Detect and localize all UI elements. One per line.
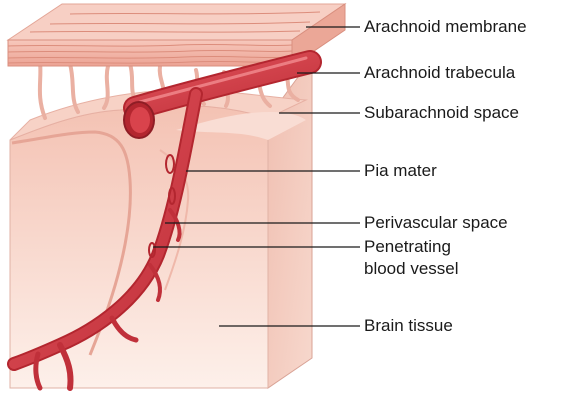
label-subarachnoid-space: Subarachnoid space — [364, 103, 519, 123]
label-arachnoid-membrane: Arachnoid membrane — [364, 17, 527, 37]
label-perivascular-space: Perivascular space — [364, 213, 508, 233]
label-pia-mater: Pia mater — [364, 161, 437, 181]
label-penetrating-line2: blood vessel — [364, 259, 459, 279]
label-arachnoid-trabecula: Arachnoid trabecula — [364, 63, 515, 83]
label-penetrating-line1: Penetrating — [364, 237, 451, 257]
label-brain-tissue: Brain tissue — [364, 316, 453, 336]
